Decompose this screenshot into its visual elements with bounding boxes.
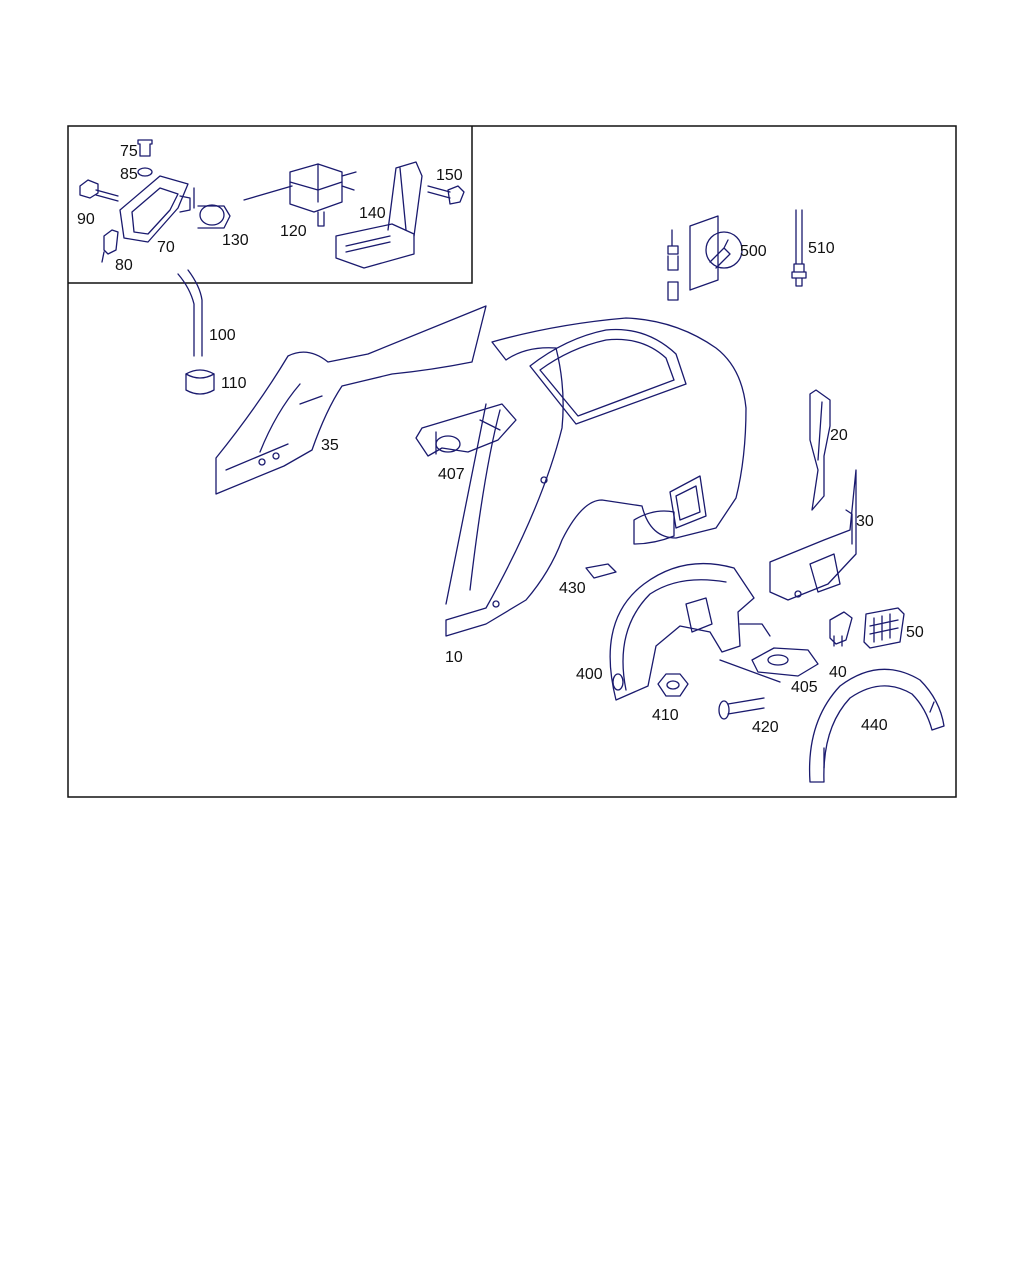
label-70: 70	[157, 239, 175, 256]
part-20-pillar-trim[interactable]	[809, 389, 831, 511]
part-500-repair-kit[interactable]	[667, 215, 743, 301]
label-150: 150	[436, 167, 463, 184]
part-120-actuator[interactable]	[243, 163, 357, 227]
label-410: 410	[652, 707, 679, 724]
label-500: 500	[740, 243, 767, 260]
part-140-bracket[interactable]	[335, 161, 423, 269]
outer-frame	[67, 125, 957, 798]
part-150-screw[interactable]	[427, 185, 465, 205]
label-405: 405	[791, 679, 818, 696]
label-35: 35	[321, 437, 339, 454]
part-405-bracket[interactable]	[719, 623, 819, 683]
label-120: 120	[280, 223, 307, 240]
label-40: 40	[829, 664, 847, 681]
label-20: 20	[830, 427, 848, 444]
label-100: 100	[209, 327, 236, 344]
label-510: 510	[808, 240, 835, 257]
part-70-housing[interactable]	[119, 175, 191, 243]
part-80-clip[interactable]	[101, 229, 119, 263]
label-430: 430	[559, 580, 586, 597]
part-10-side-wall[interactable]	[445, 317, 747, 637]
part-40-clip[interactable]	[829, 611, 853, 647]
label-420: 420	[752, 719, 779, 736]
label-140: 140	[359, 205, 386, 222]
part-130-grommet[interactable]	[193, 187, 231, 229]
label-440: 440	[861, 717, 888, 734]
part-510-bolt[interactable]	[791, 209, 807, 287]
part-50-grille[interactable]	[863, 607, 905, 649]
part-100-hose[interactable]	[177, 269, 203, 357]
label-80: 80	[115, 257, 133, 274]
label-90: 90	[77, 211, 95, 228]
part-430-cap[interactable]	[585, 563, 617, 579]
label-30: 30	[856, 513, 874, 530]
label-407: 407	[438, 466, 465, 483]
part-75-bolt[interactable]	[137, 139, 153, 157]
part-85-washer[interactable]	[137, 167, 153, 177]
label-10: 10	[445, 649, 463, 666]
part-407-bracket[interactable]	[415, 403, 517, 457]
part-410-nut[interactable]	[657, 673, 689, 697]
part-400-wheel-liner[interactable]	[609, 562, 755, 701]
label-50: 50	[906, 624, 924, 641]
inset-frame	[68, 126, 473, 284]
label-75: 75	[120, 143, 138, 160]
label-400: 400	[576, 666, 603, 683]
part-110-clamp[interactable]	[185, 369, 215, 395]
part-420-screw[interactable]	[718, 697, 765, 720]
label-110: 110	[221, 375, 247, 392]
part-90-screw[interactable]	[79, 179, 119, 202]
part-35-rear-panel-left[interactable]	[215, 305, 487, 495]
part-440-wheel-arch[interactable]	[808, 668, 945, 783]
label-85: 85	[120, 166, 138, 183]
label-130: 130	[222, 232, 249, 249]
part-30-rear-panel-right[interactable]	[769, 469, 857, 601]
